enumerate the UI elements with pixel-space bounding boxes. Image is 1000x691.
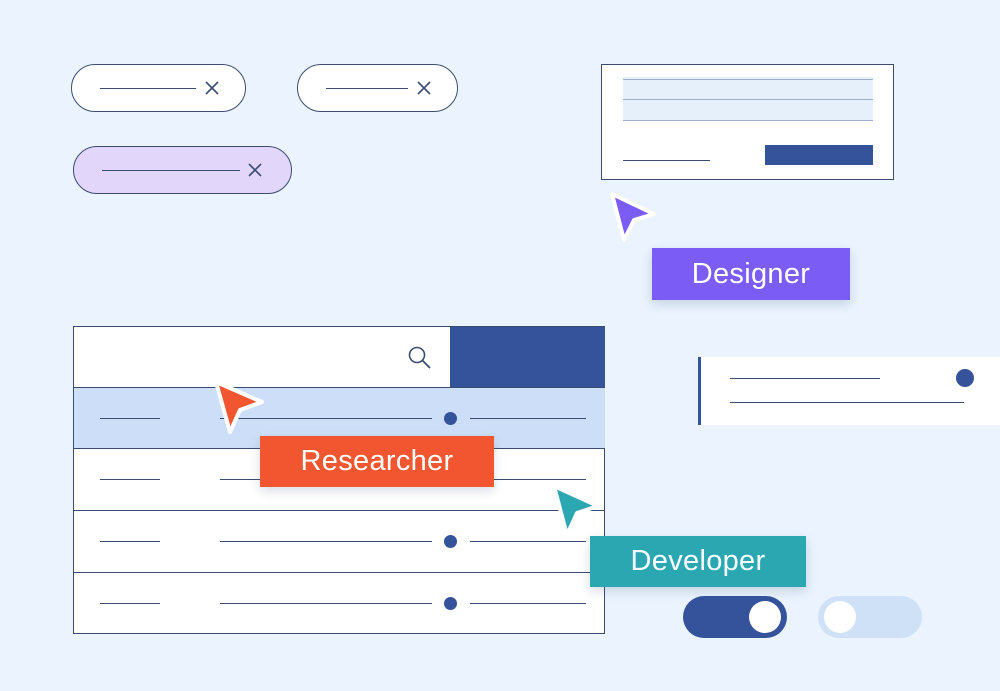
list-item-panel[interactable]: [698, 357, 1000, 425]
toggle-switch-on[interactable]: [683, 596, 787, 638]
form-card: [601, 64, 894, 180]
cell-placeholder: [100, 479, 160, 480]
cell-placeholder: [470, 418, 586, 419]
field-line: [623, 120, 873, 121]
researcher-label: Researcher: [260, 436, 494, 487]
cell-placeholder: [100, 603, 160, 604]
developer-label: Developer: [590, 536, 806, 587]
filter-chip-1[interactable]: [71, 64, 246, 112]
table-action-button[interactable]: [450, 327, 605, 387]
cell-placeholder: [470, 479, 586, 480]
toggle-switch-off[interactable]: [818, 596, 922, 638]
developer-cursor-icon: [552, 484, 600, 537]
cell-placeholder: [220, 418, 432, 419]
cell-placeholder: [470, 541, 586, 542]
designer-label: Designer: [652, 248, 850, 300]
researcher-cursor-icon: [214, 380, 264, 434]
row-indicator-dot: [444, 412, 457, 425]
card-primary-button[interactable]: [765, 145, 873, 165]
data-table: [73, 326, 605, 634]
chip-text-placeholder: [326, 88, 408, 89]
row-indicator-dot: [444, 597, 457, 610]
cell-placeholder: [220, 603, 432, 604]
close-icon[interactable]: [415, 79, 433, 97]
text-field-placeholder[interactable]: [623, 77, 873, 121]
close-icon[interactable]: [246, 161, 264, 179]
cell-placeholder: [470, 603, 586, 604]
cell-placeholder: [220, 541, 432, 542]
table-row[interactable]: [74, 510, 605, 571]
panel-indicator-dot: [956, 369, 974, 387]
chip-text-placeholder: [102, 170, 240, 171]
card-link-placeholder[interactable]: [623, 160, 710, 161]
toggle-knob: [749, 601, 781, 633]
toggle-knob: [824, 601, 856, 633]
cell-placeholder: [100, 541, 160, 542]
filter-chip-2[interactable]: [297, 64, 458, 112]
designer-cursor-icon: [610, 192, 656, 242]
panel-text-placeholder: [730, 378, 880, 379]
chip-text-placeholder: [100, 88, 196, 89]
panel-text-placeholder: [730, 402, 964, 403]
filter-chip-active[interactable]: [73, 146, 292, 194]
field-line: [623, 99, 873, 100]
search-icon[interactable]: [407, 345, 433, 371]
field-line: [623, 79, 873, 80]
search-input[interactable]: [74, 327, 450, 387]
close-icon[interactable]: [203, 79, 221, 97]
cell-placeholder: [100, 418, 160, 419]
table-row[interactable]: [74, 572, 605, 633]
row-indicator-dot: [444, 535, 457, 548]
